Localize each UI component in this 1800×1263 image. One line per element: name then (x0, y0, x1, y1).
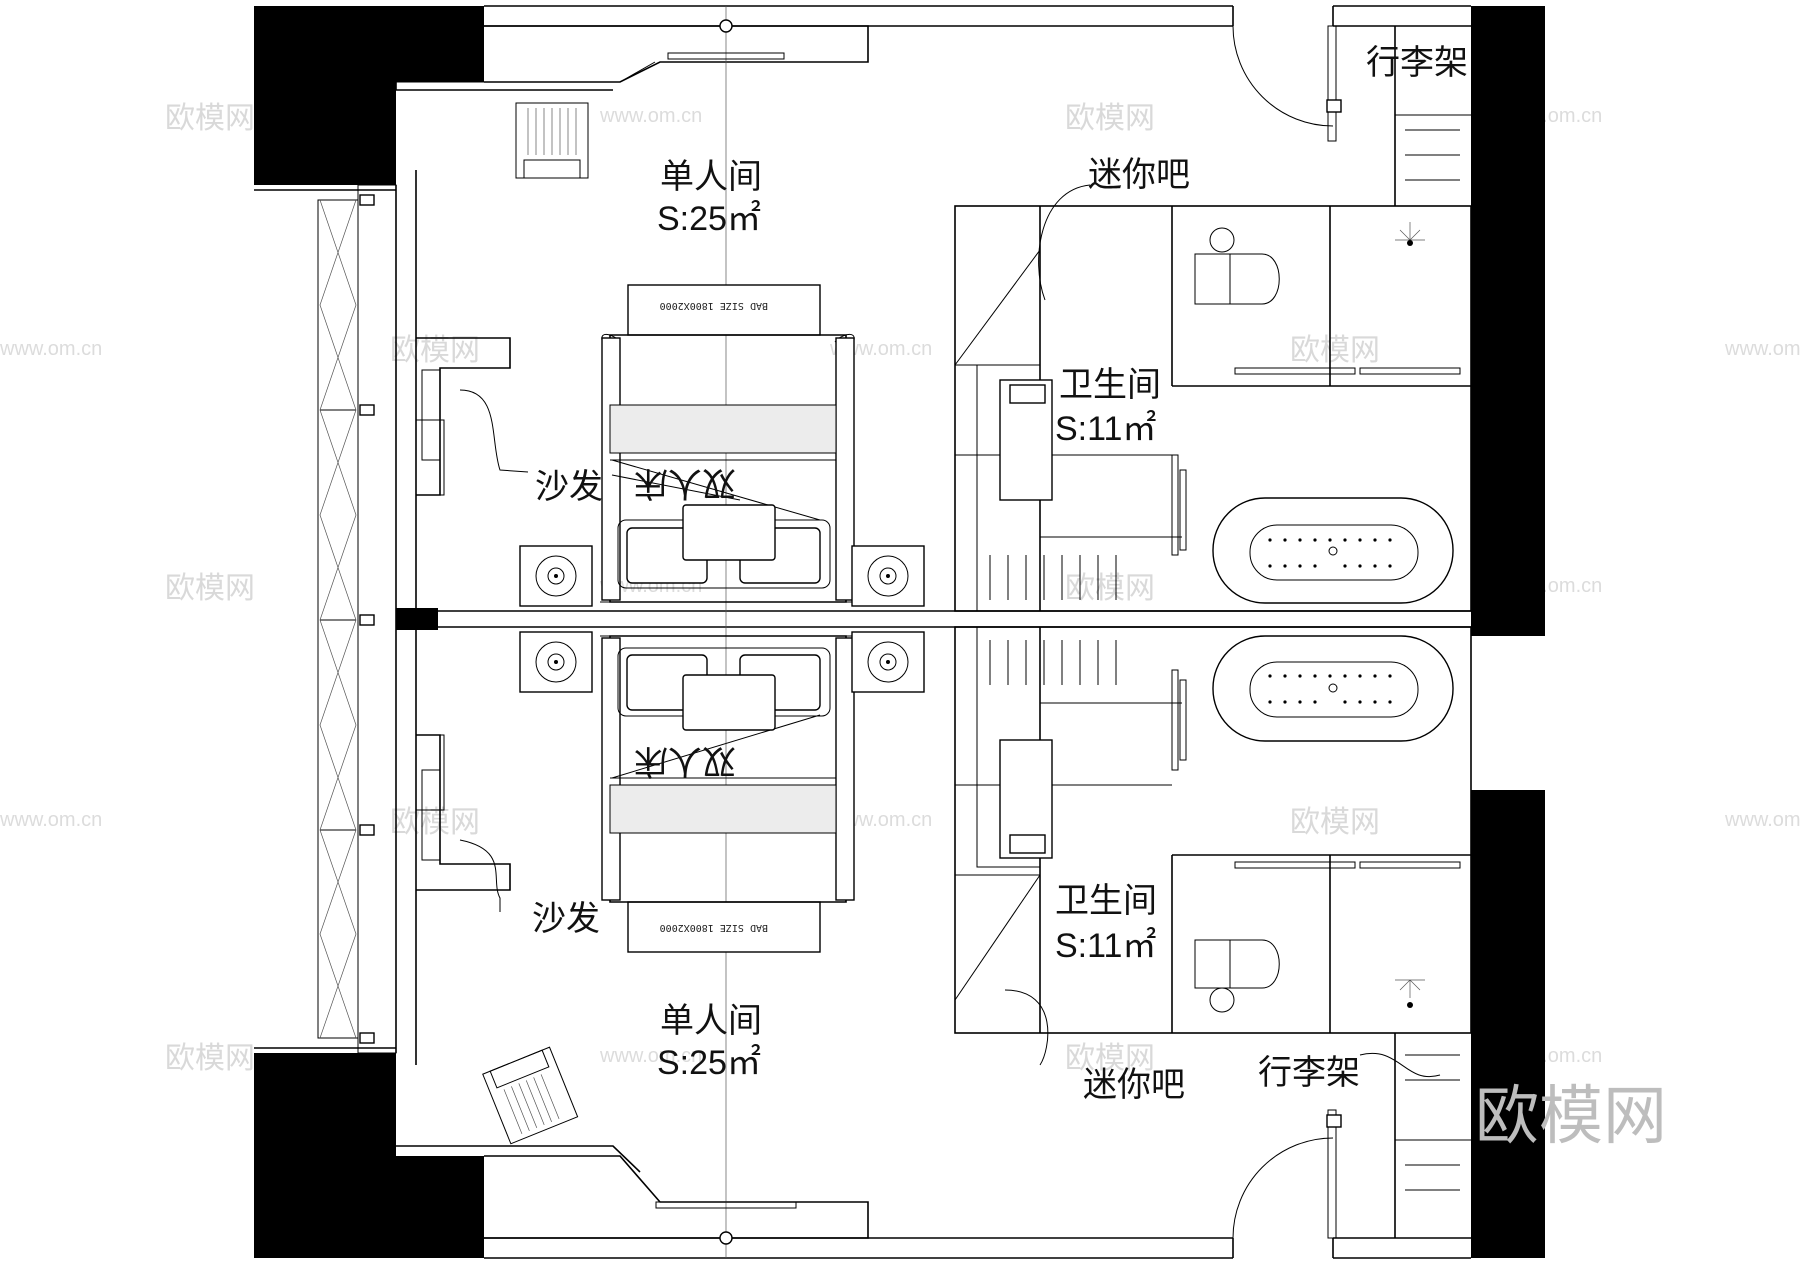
bed-size-label: BAD SIZE 1800X2000 (660, 300, 768, 311)
structural-walls (254, 6, 1545, 1258)
bed-label: 双人床 (634, 741, 736, 781)
luggage-label-upper: 行李架 (1366, 43, 1468, 83)
labels: 单人间 S:25㎡ 单人间 S:25㎡ 卫生间 S:11㎡ 卫生间 S:11㎡ … (532, 43, 1468, 1105)
watermark-brand: 欧模网 (390, 805, 480, 840)
sofa-upper (415, 337, 529, 496)
watermark-url: www.om.cn (599, 1045, 702, 1067)
upper-tv-console (395, 25, 869, 91)
watermark-brand: 欧模网 (165, 1041, 255, 1076)
watermark-brand: 欧模网 (1290, 805, 1380, 840)
watermark-brand: 欧模网 (1065, 1041, 1155, 1076)
minibar-label-upper: 迷你吧 (1088, 155, 1190, 195)
room-area-upper: S:25㎡ (657, 200, 761, 238)
watermark-brand: 欧模网 (1290, 333, 1380, 368)
upper-bath-zone (954, 205, 1472, 612)
room-area-lower: S:25㎡ (657, 1044, 761, 1082)
leader-minibar-upper (1038, 184, 1091, 301)
sofa-lower (415, 734, 511, 912)
watermark-url: www.om.cn (829, 809, 932, 831)
sofa-label-upper: 沙发 (535, 467, 603, 507)
room-name-lower: 单人间 (660, 1001, 762, 1041)
bed-lower: BAD SIZE 1800X2000 双人床 (600, 635, 856, 953)
watermark-url: www.om.cn (1724, 809, 1800, 831)
lower-bath-zone (954, 626, 1472, 1034)
watermark-brand: 欧模网 (165, 101, 255, 136)
armchair-upper (515, 102, 589, 179)
bed-label: 双人床 (634, 463, 736, 503)
watermark-brand: 欧模网 (390, 333, 480, 368)
axis-marker (719, 1231, 733, 1245)
entry-lower (1232, 1033, 1471, 1239)
watermark-url: www.om.cn (1724, 338, 1800, 360)
bed-upper: BAD SIZE 1800X2000 双人床 (600, 284, 856, 603)
bath-area-upper: S:11㎡ (1055, 410, 1156, 448)
watermark-brand: 欧模网 (1065, 101, 1155, 136)
sofa-label-lower: 沙发 (532, 899, 600, 939)
watermark-url: www.om.cn (829, 338, 932, 360)
curtain-window (254, 184, 397, 1054)
tv-panel (655, 1201, 797, 1209)
watermark-url: www.om.cn (0, 809, 102, 831)
tv-panel (667, 52, 785, 60)
room-name-upper: 单人间 (660, 157, 762, 197)
leader-minibar-lower (1004, 989, 1049, 1066)
minibar-label-lower: 迷你吧 (1083, 1065, 1185, 1105)
entry-upper (1232, 25, 1471, 206)
bath-name-upper: 卫生间 (1059, 365, 1161, 405)
watermark-url: www.om.cn (0, 338, 102, 360)
bath-area-lower: S:11㎡ (1055, 927, 1156, 965)
luggage-label-lower: 行李架 (1258, 1053, 1360, 1093)
watermark-url: www.om.cn (599, 105, 702, 127)
nightstand-lamps (519, 545, 925, 693)
armchair-lower (482, 1046, 579, 1145)
axis-marker (719, 19, 733, 33)
watermark-brand: 欧模网 (165, 571, 255, 606)
watermark-brand: 欧模网 (1065, 571, 1155, 606)
bath-name-lower: 卫生间 (1055, 881, 1157, 921)
bed-size-label: BAD SIZE 1800X2000 (660, 922, 768, 933)
brand-watermark-large: 欧模网 (1475, 1080, 1667, 1154)
watermark-layer: 欧模网 www.om.cn 欧模网 www.om.cn www.om.cn 欧模… (0, 101, 1800, 1076)
